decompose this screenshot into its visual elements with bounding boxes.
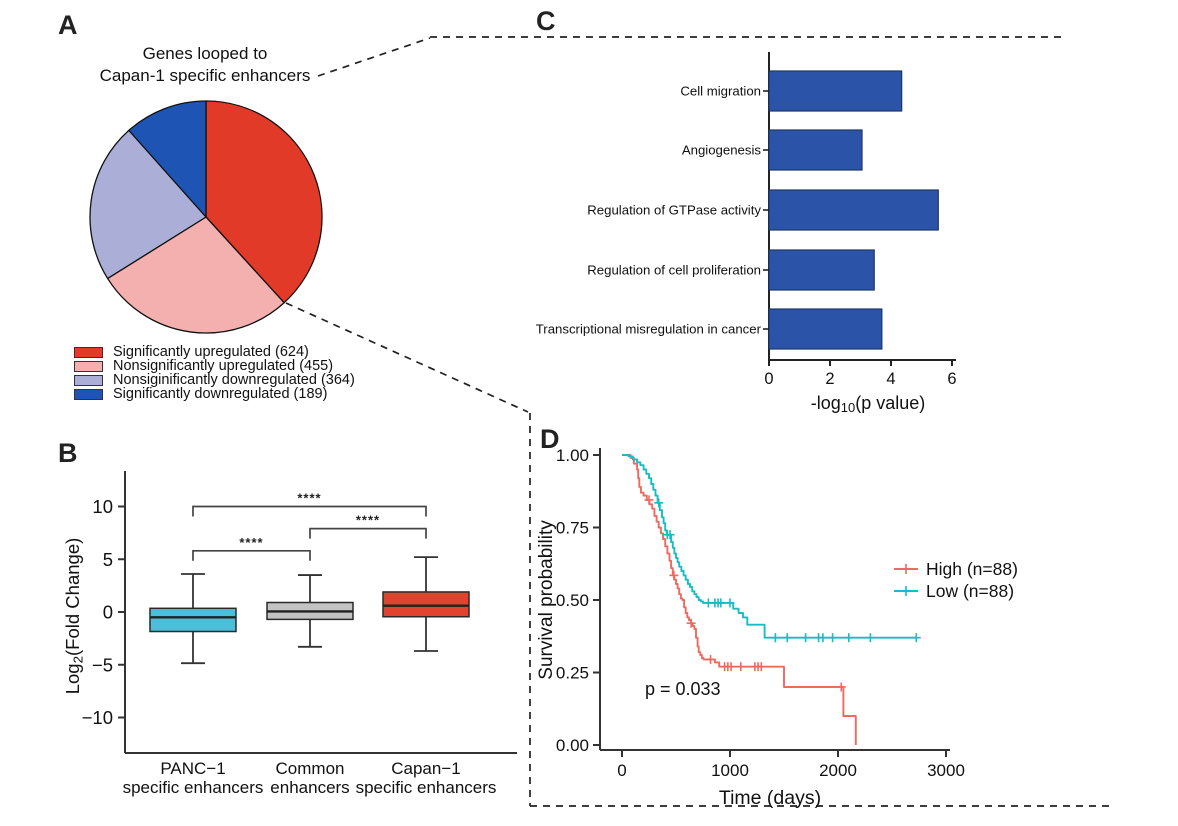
x-tick-label: 0 — [764, 370, 773, 388]
pie-legend-swatch — [74, 375, 103, 386]
x-category-label: specific enhancers — [123, 778, 264, 797]
pie-legend-label: Nonsiginificantly downregulated (364) — [113, 372, 355, 388]
y-tick-label: 0 — [103, 602, 113, 623]
km-curve-1 — [622, 454, 917, 639]
x-tick-label: 0 — [617, 761, 626, 780]
x-tick-label: 4 — [886, 370, 895, 388]
pie-legend-swatch — [74, 361, 103, 372]
callout-line — [317, 37, 431, 77]
pie-legend-row: Nonsiginificantly downregulated (364) — [74, 372, 355, 388]
pie-legend-label: Nonsignificantly upregulated (455) — [113, 358, 334, 374]
x-tick-label: 2000 — [819, 761, 857, 780]
x-tick-label: 6 — [947, 370, 956, 388]
box-2 — [382, 591, 470, 618]
boxplot-chart: 10 5 0 −5 −10 Log2(Fold Change) **** **** **** PA… — [62, 471, 517, 797]
y-tick-label: 0.75 — [556, 519, 589, 538]
box-0 — [149, 607, 237, 633]
bar-2 — [768, 189, 939, 231]
pie-legend-label: Significantly upregulated (624) — [113, 344, 309, 360]
pie-legend: Significantly upregulated (624)Nonsignif… — [74, 344, 355, 402]
x-axis-title: Time (days) — [719, 787, 821, 809]
km-curve-0 — [622, 454, 857, 745]
panel-a-label: A — [58, 10, 78, 40]
pie-legend-swatch — [74, 347, 103, 358]
pie-legend-row: Nonsignificantly upregulated (455) — [74, 358, 355, 374]
pie-title-line-2: Capan-1 specific enhancers — [99, 66, 311, 85]
x-tick-label: 3000 — [927, 761, 965, 780]
y-tick-label: −10 — [82, 707, 113, 728]
x-axis-title-sub: 10 — [841, 400, 855, 415]
x-axis-title-pre: -log — [811, 393, 841, 413]
x-axis-title-post: (p value) — [855, 393, 925, 413]
pie-chart — [89, 100, 323, 334]
y-axis-title-pre: Log — [62, 663, 83, 694]
y-axis-title: Survival probability — [536, 520, 557, 680]
significance-stars: **** — [356, 513, 380, 528]
bar-chart: 0 2 4 6 -log10(p value) Cell migrationAngioge… — [536, 52, 957, 415]
significance-bracket — [192, 549, 311, 561]
bar-category-label: Regulation of cell proliferation — [587, 263, 761, 278]
pie-legend-row: Significantly downregulated (189) — [74, 386, 355, 402]
pie-title: Genes looped to Capan-1 specific enhance… — [55, 43, 355, 87]
legend-series-label: Low (n=88) — [926, 581, 1014, 601]
y-axis-title: Log2(Fold Change) — [62, 538, 85, 695]
significance-bracket — [192, 505, 427, 517]
significance-stars: **** — [239, 535, 263, 550]
y-tick-label: 10 — [92, 496, 113, 517]
x-category-label: specific enhancers — [356, 778, 497, 797]
bar-category-label: Angiogenesis — [682, 143, 762, 158]
y-tick-label: 0.00 — [556, 736, 589, 755]
bar-1 — [768, 129, 863, 171]
panel-b-label: B — [58, 438, 78, 468]
y-tick-label: 5 — [103, 549, 113, 570]
p-value-annotation: p = 0.033 — [645, 679, 721, 699]
pie-title-line-1: Genes looped to — [142, 44, 268, 63]
panel-c-label: C — [536, 6, 556, 36]
x-category-label: PANC−1 — [160, 759, 225, 778]
pie-legend-swatch — [74, 389, 103, 400]
x-category-label: enhancers — [270, 778, 349, 797]
pie-slice-2 — [89, 129, 207, 280]
x-tick-label: 1000 — [711, 761, 749, 780]
y-axis-title-post: (Fold Change) — [62, 538, 83, 656]
pie-slice-1 — [106, 216, 285, 334]
y-tick-label: 0.50 — [556, 591, 589, 610]
y-tick-label: 0.25 — [556, 664, 589, 683]
significance-stars: **** — [297, 491, 321, 506]
pie-legend-label: Significantly downregulated (189) — [113, 386, 328, 402]
pie-legend-row: Significantly upregulated (624) — [74, 344, 355, 360]
bar-category-label: Transcriptional misregulation in cancer — [536, 322, 762, 337]
bar-category-label: Cell migration — [680, 84, 761, 99]
y-tick-label: 1.00 — [556, 446, 589, 465]
pie-slice-0 — [205, 100, 323, 304]
bar-4 — [768, 308, 883, 350]
x-category-label: Common — [276, 759, 345, 778]
bar-category-label: Regulation of GTPase activity — [587, 203, 761, 218]
y-tick-label: −5 — [92, 654, 113, 675]
y-axis-title-sub: 2 — [70, 656, 85, 663]
x-tick-label: 2 — [825, 370, 834, 388]
panel-d-label: D — [540, 424, 560, 454]
x-category-label: Capan−1 — [391, 759, 460, 778]
bar-3 — [768, 249, 875, 291]
bar-0 — [768, 70, 903, 112]
significance-bracket — [309, 527, 427, 539]
x-axis-title: -log10(p value) — [811, 393, 925, 415]
legend-series-label: High (n=88) — [926, 559, 1018, 579]
callout-line — [285, 302, 529, 413]
pie-slice-3 — [128, 100, 207, 218]
